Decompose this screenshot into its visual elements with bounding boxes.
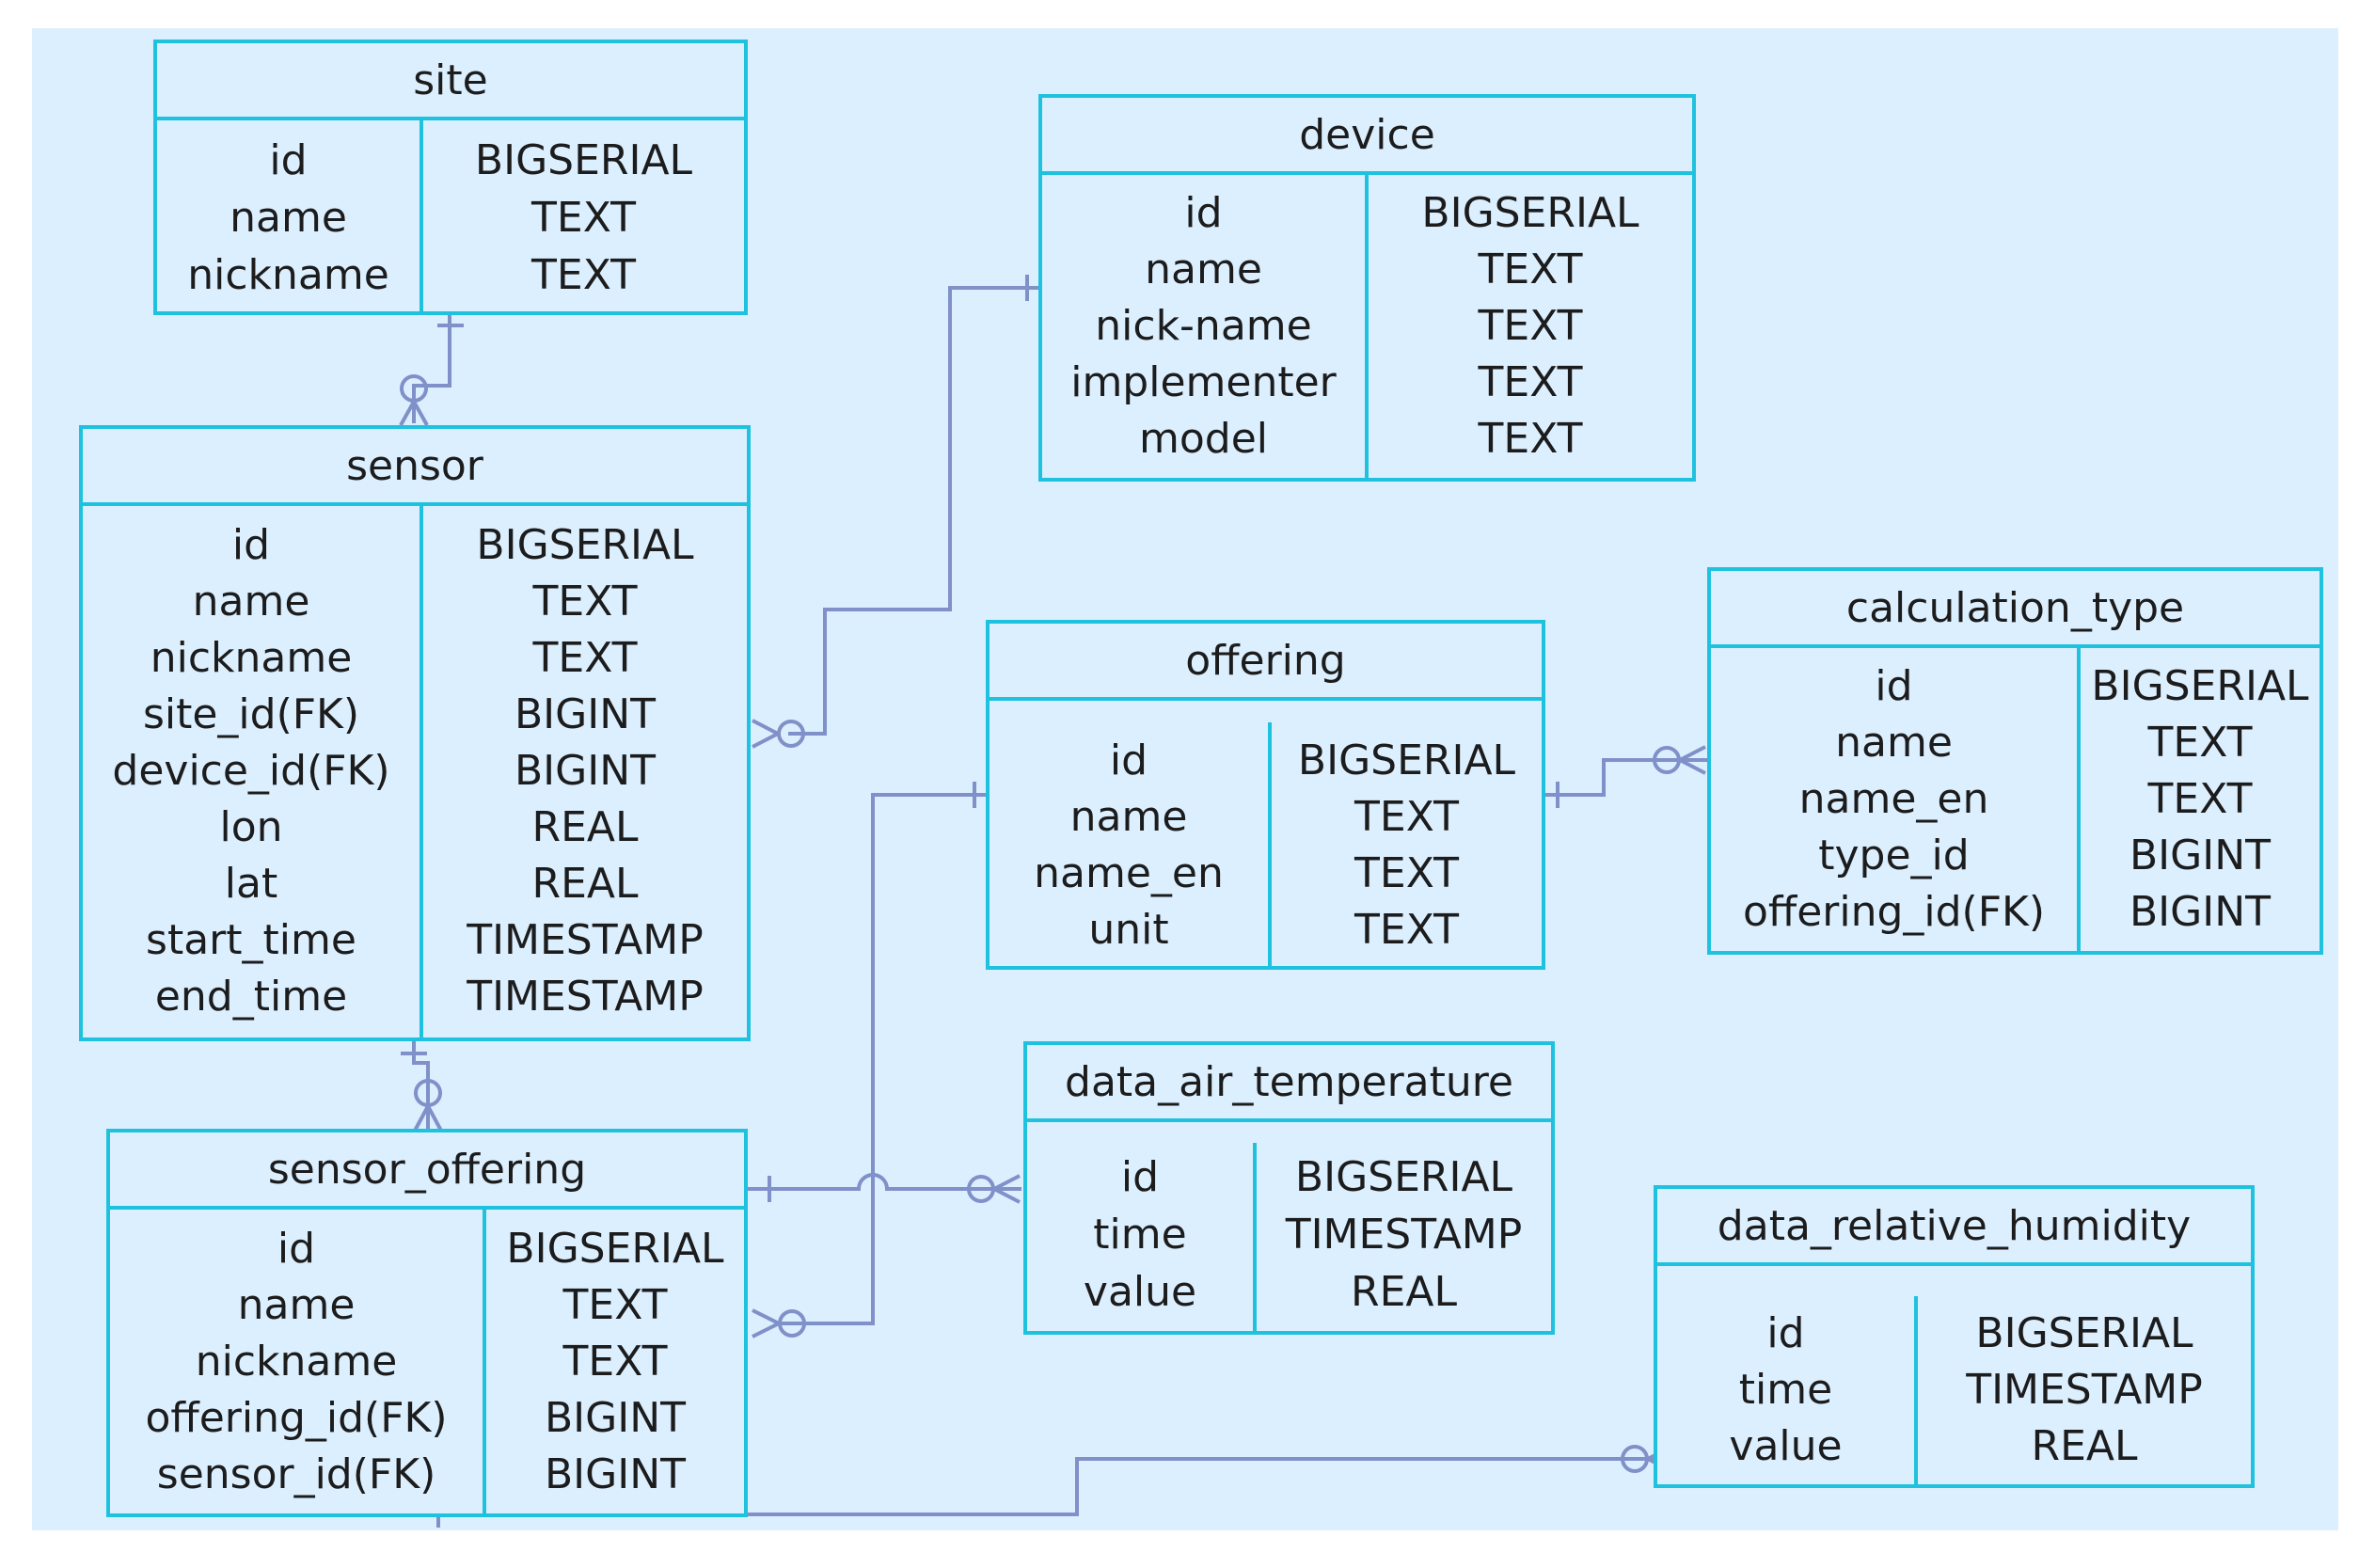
field-name: name bbox=[192, 578, 310, 626]
field-name: nickname bbox=[187, 251, 389, 299]
field-type: BIGSERIAL bbox=[1421, 189, 1639, 237]
field-type: TEXT bbox=[531, 251, 636, 299]
field-name: end_time bbox=[154, 973, 348, 1021]
entity-title: data_air_temperature bbox=[1027, 1045, 1551, 1122]
entity-calculation_type[interactable]: calculation_type id name name_en type_id… bbox=[1707, 567, 2323, 955]
entity-title: site bbox=[157, 43, 744, 120]
field-name: type_id bbox=[1818, 832, 1970, 879]
field-name: id bbox=[1109, 736, 1148, 784]
field-name: id bbox=[269, 136, 308, 184]
field-name: lat bbox=[224, 860, 278, 908]
field-name: nickname bbox=[195, 1338, 398, 1386]
field-type: TEXT bbox=[531, 194, 636, 242]
connector-site-sensor bbox=[399, 314, 464, 426]
field-type: BIGINT bbox=[2129, 888, 2272, 936]
field-name: value bbox=[1729, 1422, 1843, 1470]
field-name: name bbox=[1069, 793, 1188, 841]
field-name: id bbox=[1875, 662, 1913, 710]
field-type: BIGINT bbox=[514, 747, 657, 795]
field-name: id bbox=[1120, 1153, 1160, 1201]
entity-title: calculation_type bbox=[1711, 571, 2319, 648]
connector-offering-sensor_offering bbox=[752, 782, 986, 1338]
field-type: TEXT bbox=[1354, 906, 1459, 954]
field-name: implementer bbox=[1070, 358, 1337, 406]
field-type: TEXT bbox=[562, 1281, 668, 1329]
field-type: BIGINT bbox=[514, 690, 657, 738]
field-type: TIMESTAMP bbox=[1966, 1366, 2203, 1414]
field-name: model bbox=[1138, 415, 1268, 463]
field-type: REAL bbox=[531, 860, 639, 908]
field-type: REAL bbox=[1351, 1268, 1457, 1316]
entity-sensor_offering[interactable]: sensor_offering id name nickname offerin… bbox=[106, 1129, 748, 1517]
entity-offering[interactable]: offering id name name_en unit BIGSERIAL … bbox=[986, 620, 1545, 970]
field-type: TEXT bbox=[1478, 302, 1583, 350]
field-name: device_id(FK) bbox=[112, 747, 390, 795]
field-name: sensor_id(FK) bbox=[156, 1450, 436, 1498]
field-type: TEXT bbox=[2147, 719, 2253, 767]
field-name: time bbox=[1093, 1211, 1187, 1259]
field-type: TIMESTAMP bbox=[467, 973, 704, 1021]
field-type: REAL bbox=[2031, 1422, 2138, 1470]
field-name: lon bbox=[219, 803, 283, 851]
field-name: nick-name bbox=[1095, 302, 1312, 350]
field-type: BIGINT bbox=[2129, 832, 2272, 879]
connector-offering-calculation_type bbox=[1545, 745, 1707, 808]
field-type: BIGINT bbox=[544, 1450, 687, 1498]
field-name: name bbox=[237, 1281, 356, 1329]
field-type: BIGSERIAL bbox=[2091, 662, 2309, 710]
field-name: id bbox=[1766, 1309, 1805, 1357]
field-type: BIGSERIAL bbox=[506, 1225, 724, 1273]
field-name: start_time bbox=[146, 916, 356, 964]
field-type: BIGSERIAL bbox=[474, 136, 693, 184]
entity-sensor[interactable]: sensor id name nickname site_id(FK) devi… bbox=[79, 425, 751, 1041]
field-name: name_en bbox=[1034, 849, 1224, 897]
entity-data_air_temperature[interactable]: data_air_temperature id time value BIGSE… bbox=[1023, 1041, 1555, 1335]
field-type: TEXT bbox=[562, 1338, 668, 1386]
field-type: TEXT bbox=[1354, 793, 1459, 841]
field-type: BIGSERIAL bbox=[1294, 1153, 1513, 1201]
field-name: value bbox=[1083, 1268, 1197, 1316]
field-name: name_en bbox=[1798, 775, 1989, 823]
entity-title: sensor_offering bbox=[110, 1132, 744, 1210]
field-type: TEXT bbox=[1478, 358, 1583, 406]
field-type: TEXT bbox=[532, 578, 638, 626]
entity-data_relative_humidity[interactable]: data_relative_humidity id time value BIG… bbox=[1654, 1185, 2255, 1488]
field-type: BIGSERIAL bbox=[1297, 736, 1516, 784]
field-type: TEXT bbox=[532, 634, 638, 682]
entity-site[interactable]: site id name nickname BIGSERIAL TEXT TEX… bbox=[153, 40, 748, 315]
field-type: REAL bbox=[531, 803, 639, 851]
entity-device[interactable]: device id name nick-name implementer mod… bbox=[1038, 94, 1696, 482]
entity-title: device bbox=[1042, 98, 1692, 175]
field-name: name bbox=[1145, 245, 1262, 293]
field-type: TEXT bbox=[1478, 245, 1583, 293]
field-type: TEXT bbox=[2147, 775, 2253, 823]
entity-title: offering bbox=[990, 624, 1542, 701]
field-name: offering_id(FK) bbox=[1742, 888, 2046, 936]
entity-title: data_relative_humidity bbox=[1657, 1189, 2251, 1266]
connector-device-sensor bbox=[752, 275, 1038, 749]
field-name: name bbox=[230, 194, 347, 242]
field-name: time bbox=[1738, 1366, 1833, 1414]
field-type: TIMESTAMP bbox=[1285, 1211, 1523, 1259]
field-name: id bbox=[231, 521, 271, 569]
field-name: id bbox=[277, 1225, 316, 1273]
connector-sensor-sensor_offering bbox=[401, 1040, 443, 1132]
connector-sensor_offering-data_air_temperature bbox=[745, 1173, 1021, 1204]
field-type: BIGINT bbox=[544, 1394, 687, 1442]
field-type: BIGSERIAL bbox=[1975, 1309, 2193, 1357]
field-name: offering_id(FK) bbox=[145, 1394, 448, 1442]
field-name: id bbox=[1184, 189, 1223, 237]
field-name: nickname bbox=[150, 634, 353, 682]
field-type: TIMESTAMP bbox=[467, 916, 704, 964]
field-type: TEXT bbox=[1354, 849, 1459, 897]
field-type: TEXT bbox=[1478, 415, 1583, 463]
field-name: unit bbox=[1088, 906, 1169, 954]
field-type: BIGSERIAL bbox=[476, 521, 694, 569]
entity-title: sensor bbox=[83, 429, 747, 506]
field-name: site_id(FK) bbox=[142, 690, 360, 738]
field-name: name bbox=[1835, 719, 1953, 767]
